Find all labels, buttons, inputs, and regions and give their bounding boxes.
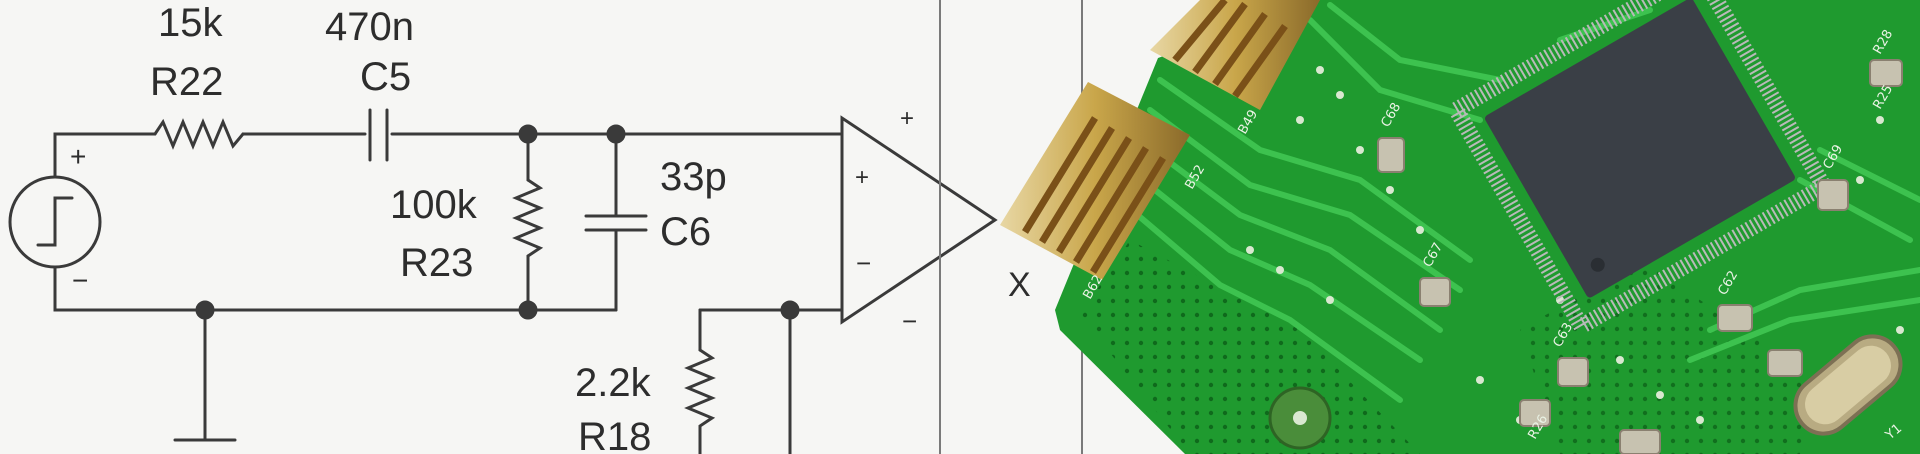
r18-name-label: R18 (578, 415, 651, 454)
resistor-r23 (512, 178, 544, 258)
source-plus-label: + (70, 141, 86, 172)
wire-top-left (53, 132, 157, 179)
junction-dot (780, 300, 800, 320)
crystal-oscillator (1793, 334, 1903, 436)
edge-connector-gold (1000, 0, 1320, 280)
source-minus-label: − (72, 265, 88, 296)
r18-value-label: 2.2k (575, 361, 652, 405)
c6-value-label: 33p (660, 155, 727, 199)
output-node-label: X (1008, 266, 1031, 304)
pcb-traces (1117, 2, 1920, 403)
c5-value-label: 470n (325, 5, 414, 49)
step-glyph (36, 196, 74, 247)
resistor-r18 (684, 348, 716, 454)
pcb-board: C68 C67 C69 C62 C63 R25 R26 R28 B52 B62 … (1000, 0, 1920, 454)
opamp-triangle (840, 115, 998, 325)
smd-components (1377, 59, 1903, 454)
r22-value-label: 15k (158, 1, 223, 45)
pcb-ground-fill (1080, 240, 1420, 454)
schematic-labels: 15k R22 470n C5 100k R23 33p C6 2.2k R18… (70, 1, 1031, 454)
wire-bottom (53, 265, 618, 312)
opamp-minus-input-label: − (856, 248, 871, 278)
pcb-vias (1246, 66, 1904, 424)
r23-value-label: 100k (390, 183, 478, 227)
c5-name-label: C5 (360, 55, 411, 99)
rail-plus-label: + (900, 105, 914, 132)
r22-name-label: R22 (150, 60, 223, 104)
rail-minus-label: − (902, 306, 917, 336)
resistor-r22 (153, 118, 245, 150)
c6-name-label: C6 (660, 210, 711, 254)
junction-dot (518, 300, 538, 320)
schematic (8, 0, 1083, 454)
opamp-plus-input-label: + (855, 164, 869, 191)
r23-name-label: R23 (400, 241, 473, 285)
